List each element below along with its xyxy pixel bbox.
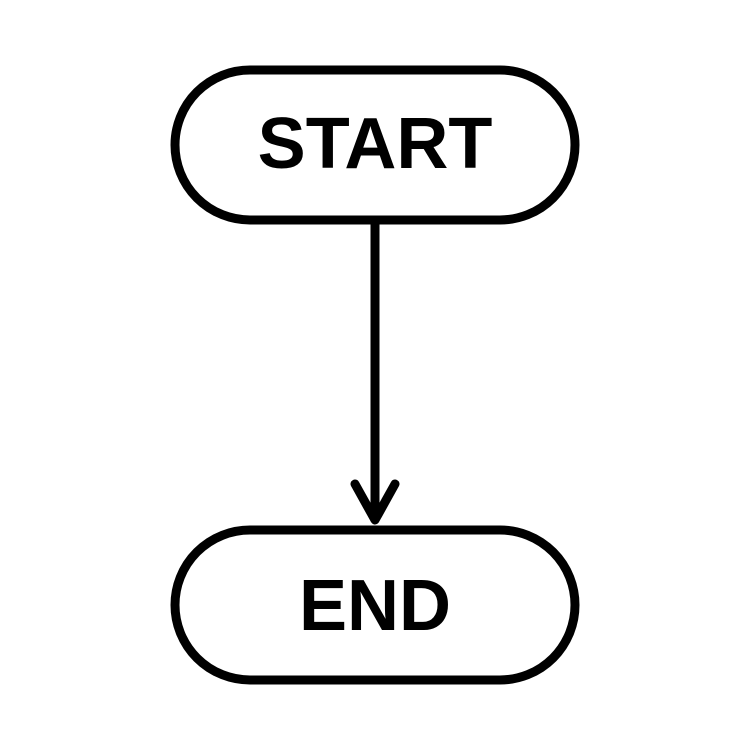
connector-arrow [350, 224, 400, 525]
start-node: START [170, 65, 580, 225]
start-label: START [258, 104, 493, 184]
end-label: END [299, 566, 451, 646]
end-terminator-shape [170, 525, 580, 685]
start-terminator-shape [170, 65, 580, 225]
end-node: END [170, 525, 580, 685]
arrow-head-icon [350, 479, 400, 525]
